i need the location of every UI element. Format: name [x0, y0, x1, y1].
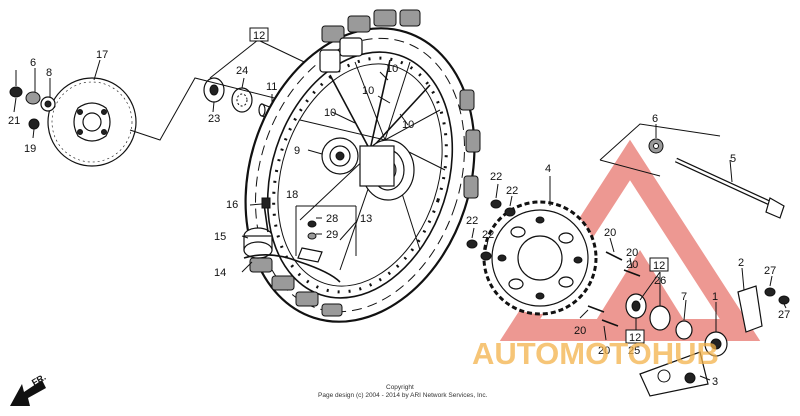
callout-8: 8: [46, 67, 52, 79]
watermark-text: AUTOMOTOHUB: [472, 336, 719, 371]
callout-9: 9: [294, 145, 300, 157]
callout-10-c: 10: [324, 107, 336, 119]
leader-lines-right: [471, 123, 787, 381]
disc-bolts-and-nuts: [9, 86, 56, 130]
callout-11: 11: [266, 81, 277, 93]
callout-28: 28: [326, 213, 338, 225]
callout-16: 16: [226, 199, 238, 211]
callout-24: 24: [236, 65, 248, 77]
front-direction-arrow: FR.: [10, 372, 48, 406]
front-direction-label: FR.: [30, 372, 48, 388]
callout-15: 15: [214, 231, 226, 243]
copyright-title: Copyright: [386, 384, 414, 391]
callout-22-b: 22: [506, 185, 518, 197]
callout-10-b: 10: [362, 85, 374, 97]
callout-20-c: 20: [626, 259, 638, 271]
callout-20-d: 20: [574, 325, 586, 337]
callout-22-a: 22: [490, 171, 502, 183]
callout-5: 5: [730, 153, 736, 165]
callout-19: 19: [24, 143, 36, 155]
callout-13: 13: [360, 213, 372, 225]
callout-20-a: 20: [604, 227, 616, 239]
callout-10-a: 10: [386, 63, 398, 75]
callout-4: 4: [545, 163, 551, 175]
callout-20-e: 20: [598, 345, 610, 357]
callout-20-b: 20: [626, 247, 638, 259]
callout-25: 25: [628, 345, 640, 357]
callout-3: 3: [712, 376, 718, 388]
boxed-references: 12 12 12: [249, 27, 669, 344]
axle-collars: [625, 285, 790, 397]
callout-27-a: 27: [764, 265, 776, 277]
callout-6-left: 6: [30, 57, 36, 69]
boxed-12-lower: 12: [629, 332, 641, 344]
tire-tread: [249, 9, 481, 317]
callout-22-c: 22: [466, 215, 478, 227]
leader-lines-wheel: [241, 71, 409, 273]
callout-2: 2: [738, 257, 744, 269]
callout-26: 26: [654, 275, 666, 287]
copyright-line: Page design (c) 2004 - 2014 by ARI Netwo…: [318, 392, 488, 399]
tube-and-rim-band: [243, 197, 341, 283]
callout-29: 29: [326, 229, 338, 241]
sprocket-fasteners: [466, 199, 641, 327]
boxed-12-wheel: 12: [253, 30, 265, 42]
rear-wheel: [244, 9, 481, 323]
callout-27-b: 27: [778, 309, 790, 321]
callout-21: 21: [8, 115, 20, 127]
boxed-12-upper: 12: [653, 260, 665, 272]
callout-6-right: 6: [652, 113, 658, 125]
callout-14: 14: [214, 267, 226, 279]
rear-axle: [648, 138, 785, 219]
brake-disc: [47, 77, 137, 167]
callout-10-d: 10: [402, 119, 414, 131]
callout-numbers: 1 2 3 4 5 6 6 7 8 9 10 10 10 10 11 13 14…: [8, 49, 790, 388]
callout-17: 17: [96, 49, 108, 61]
callout-1: 1: [712, 291, 718, 303]
driven-sprocket: [482, 200, 598, 316]
callout-7: 7: [681, 291, 687, 303]
callout-22-d: 22: [482, 229, 494, 241]
callout-18: 18: [286, 189, 298, 201]
callout-23: 23: [208, 113, 220, 125]
